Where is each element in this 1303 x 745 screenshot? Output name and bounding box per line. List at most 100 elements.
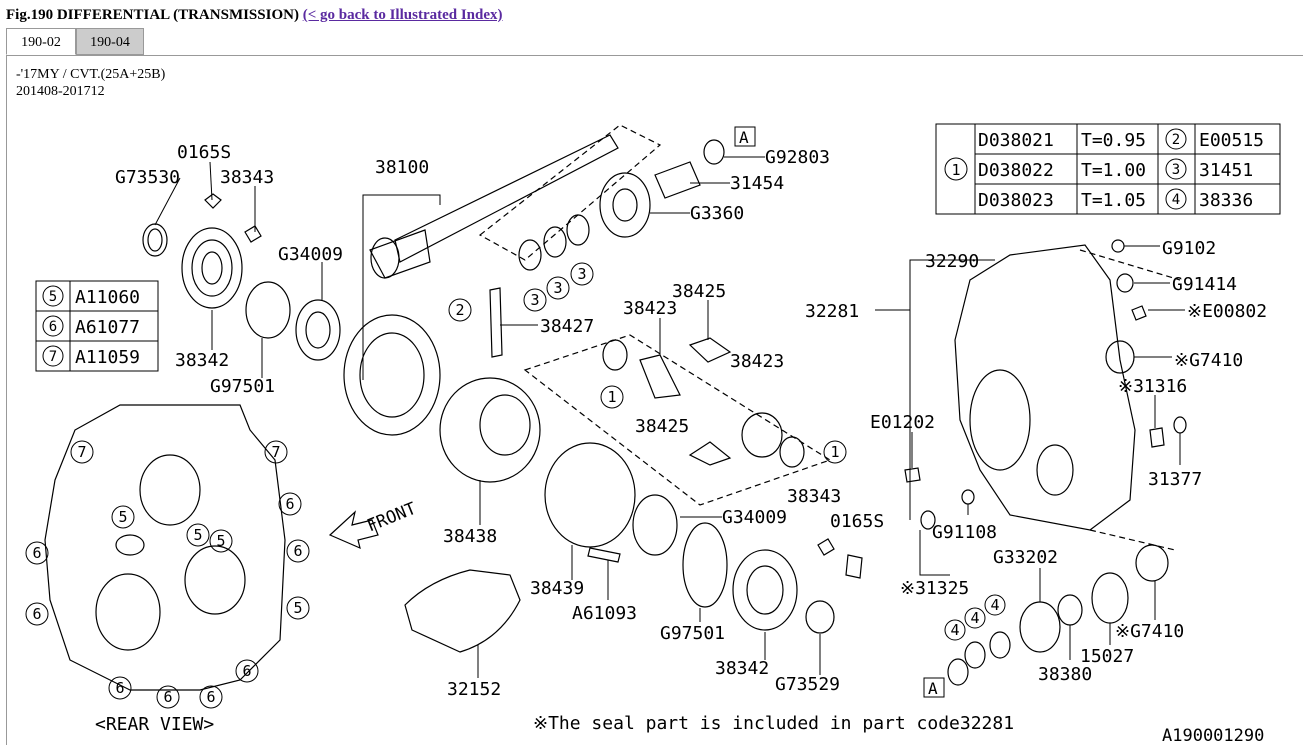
table1-row1-ref: 2 (1172, 132, 1180, 148)
label-31454[interactable]: 31454 (730, 173, 784, 194)
callout-6[interactable]: 6 (278, 492, 302, 516)
pin-38427 (489, 287, 503, 358)
label-38423-right[interactable]: 38423 (730, 351, 784, 372)
bolt-0165s-right (845, 554, 863, 579)
label-0165s-right[interactable]: 0165S (830, 511, 884, 532)
callout-6[interactable]: 6 (156, 685, 180, 709)
callout-6[interactable]: 6 (108, 676, 132, 700)
label-g92803[interactable]: G92803 (765, 147, 830, 168)
label-38425[interactable]: 38425 (672, 281, 726, 302)
table1-row2-ref-part[interactable]: 31451 (1199, 160, 1253, 181)
label-g73529[interactable]: G73529 (775, 674, 840, 695)
callout-6[interactable]: 6 (199, 685, 223, 709)
callout-5[interactable]: 5 (186, 523, 210, 547)
svg-text:2: 2 (455, 301, 464, 319)
back-to-index-link[interactable]: (< go back to Illustrated Index) (302, 7, 503, 23)
label-0165s[interactable]: 0165S (177, 142, 231, 163)
label-38343-right[interactable]: 38343 (787, 486, 841, 507)
label-31377[interactable]: 31377 (1148, 469, 1202, 490)
label-g91108[interactable]: G91108 (932, 522, 997, 543)
label-32152[interactable]: 32152 (447, 679, 501, 700)
seal-15027 (1091, 572, 1129, 624)
label-15027[interactable]: 15027 (1080, 646, 1134, 667)
table2-row2-part[interactable]: A61077 (75, 317, 140, 338)
callout-4[interactable]: 4 (984, 594, 1006, 616)
table1-row3-part[interactable]: D038023 (978, 190, 1054, 211)
table1-row3-spec: T=1.05 (1081, 190, 1146, 211)
callout-4[interactable]: 4 (944, 619, 966, 641)
tab-190-04[interactable]: 190-04 (76, 28, 144, 55)
table2-row1-part[interactable]: A11060 (75, 287, 140, 308)
table1-row1-ref-part[interactable]: E00515 (1199, 130, 1264, 151)
label-38380[interactable]: 38380 (1038, 664, 1092, 685)
label-38425-lower[interactable]: 38425 (635, 416, 689, 437)
page-title: Fig.190 DIFFERENTIAL (TRANSMISSION) (6, 7, 299, 23)
callout-3[interactable]: 3 (570, 262, 594, 286)
label-38427[interactable]: 38427 (540, 316, 594, 337)
callout-7[interactable]: 7 (264, 440, 288, 464)
label-g91414[interactable]: G91414 (1172, 274, 1237, 295)
svg-text:5: 5 (216, 532, 225, 550)
callout-5[interactable]: 5 (209, 529, 233, 553)
callout-2[interactable]: 2 (448, 298, 472, 322)
svg-text:4: 4 (950, 621, 959, 639)
cover-32152 (404, 569, 521, 653)
table1-row1-spec: T=0.95 (1081, 130, 1146, 151)
label-g73530[interactable]: G73530 (115, 167, 180, 188)
label-31316[interactable]: ※31316 (1118, 376, 1187, 397)
o-ring-g97501-left (245, 281, 291, 339)
svg-text:4: 4 (970, 609, 979, 627)
label-38342[interactable]: 38342 (175, 350, 229, 371)
callout-1[interactable]: 1 (823, 440, 847, 464)
callout-5[interactable]: 5 (286, 596, 310, 620)
table1-row2-part[interactable]: D038022 (978, 160, 1054, 181)
label-g34009[interactable]: G34009 (278, 244, 343, 265)
label-38100[interactable]: 38100 (375, 157, 429, 178)
callout-5[interactable]: 5 (111, 505, 135, 529)
label-32281[interactable]: 32281 (805, 301, 859, 322)
label-g33202[interactable]: G33202 (993, 547, 1058, 568)
tab-190-02[interactable]: 190-02 (6, 28, 76, 55)
callout-6[interactable]: 6 (25, 602, 49, 626)
label-a61093[interactable]: A61093 (572, 603, 637, 624)
pinion-38423-right (741, 412, 783, 458)
label-g34009-right[interactable]: G34009 (722, 507, 787, 528)
table2-row3-part[interactable]: A11059 (75, 347, 140, 368)
svg-text:6: 6 (115, 679, 124, 697)
table2-row2-ref: 6 (49, 319, 57, 335)
callout-6[interactable]: 6 (235, 659, 259, 683)
o-ring-g91414 (1116, 273, 1134, 293)
label-g3360[interactable]: G3360 (690, 203, 744, 224)
label-g9102[interactable]: G9102 (1162, 238, 1216, 259)
label-32290[interactable]: 32290 (925, 251, 979, 272)
callout-3[interactable]: 3 (523, 288, 547, 312)
label-g97501-right[interactable]: G97501 (660, 623, 725, 644)
table1-row1-part[interactable]: D038021 (978, 130, 1054, 151)
label-31325[interactable]: ※31325 (900, 578, 969, 599)
table2-row3-ref: 7 (49, 349, 57, 365)
table1-row3-ref-part[interactable]: 38336 (1199, 190, 1253, 211)
label-38438[interactable]: 38438 (443, 526, 497, 547)
label-g7410-top[interactable]: ※G7410 (1174, 350, 1243, 371)
callout-6[interactable]: 6 (25, 541, 49, 565)
callout-4[interactable]: 4 (964, 607, 986, 629)
o-ring-g97501-right (682, 522, 728, 608)
label-g7410-bottom[interactable]: ※G7410 (1115, 621, 1184, 642)
label-38439[interactable]: 38439 (530, 578, 584, 599)
svg-text:6: 6 (285, 495, 294, 513)
svg-text:5: 5 (193, 526, 202, 544)
label-g97501[interactable]: G97501 (210, 376, 275, 397)
label-38343[interactable]: 38343 (220, 167, 274, 188)
callout-3[interactable]: 3 (546, 276, 570, 300)
label-e01202[interactable]: E01202 (870, 412, 935, 433)
callout-6[interactable]: 6 (286, 539, 310, 563)
callout-7[interactable]: 7 (70, 440, 94, 464)
callout-1[interactable]: 1 (600, 385, 624, 409)
diff-case-38439 (544, 442, 636, 548)
label-38342-right[interactable]: 38342 (715, 658, 769, 679)
label-38423[interactable]: 38423 (623, 298, 677, 319)
part-labels: 0165S G73530 38343 38100 G92803 31454 G3… (95, 142, 1267, 735)
svg-text:6: 6 (32, 605, 41, 623)
label-e00802[interactable]: ※E00802 (1187, 301, 1267, 322)
page-header: Fig.190 DIFFERENTIAL (TRANSMISSION) (< g… (6, 7, 503, 24)
